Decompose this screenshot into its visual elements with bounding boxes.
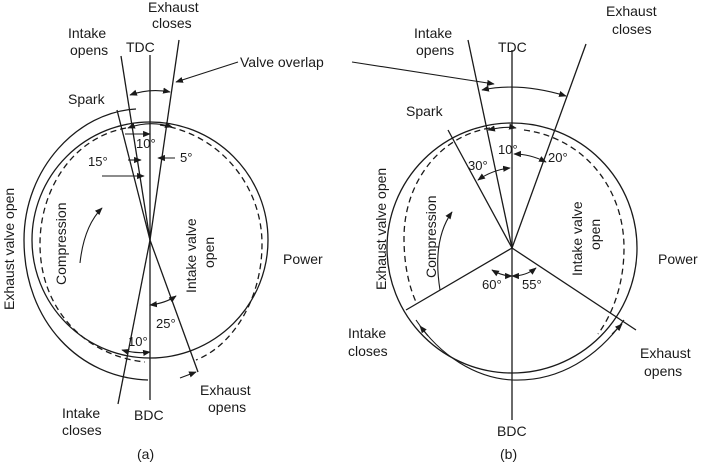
intake-closes-arrow-b [419, 325, 429, 337]
label-intake-opens-2-b: opens [416, 42, 454, 58]
angle-55-b: 55° [522, 277, 542, 292]
label-intake-opens-1-a: Intake [68, 25, 106, 41]
label-spark-b: Spark [406, 103, 444, 119]
label-tdc-a: TDC [126, 39, 155, 55]
lower-arc-b [415, 319, 625, 381]
intake-closes-line-a [117, 239, 151, 405]
label-tdc-b: TDC [498, 39, 527, 55]
label-valve-overlap: Valve overlap [240, 54, 324, 70]
intake-closes-line-b [405, 247, 513, 311]
label-intake-valve-open-2-b: open [587, 219, 603, 250]
spark-line-b [447, 129, 513, 249]
label-power-b: Power [658, 251, 698, 267]
intake-opens-line-a [120, 55, 151, 241]
arc-20-b [513, 150, 547, 163]
angle-5-a: 5° [180, 150, 192, 165]
angle-10-top-a: 10° [136, 136, 156, 151]
label-exhaust-closes-2-a: closes [152, 15, 192, 31]
spark-line-a [116, 109, 151, 241]
label-spark-a: Spark [68, 91, 106, 107]
label-compression-a: Compression [53, 203, 69, 285]
label-exhaust-closes-1-b: Exhaust [606, 3, 657, 19]
label-compression-b: Compression [423, 196, 439, 278]
valve-overlap-pointer-b [351, 61, 495, 86]
label-intake-closes-1-b: Intake [348, 325, 386, 341]
label-intake-opens-2-a: opens [70, 42, 108, 58]
intake-opens-line-b [467, 39, 513, 249]
angle-60-b: 60° [482, 277, 502, 292]
label-exhaust-valve-open-b: Exhaust valve open [373, 168, 389, 290]
label-intake-closes-2-b: closes [348, 343, 388, 359]
caption-a: (a) [137, 446, 154, 462]
label-intake-valve-open-2-a: open [201, 237, 217, 268]
exhaust-closes-line-a [149, 39, 180, 241]
label-exhaust-closes-1-a: Exhaust [148, 0, 199, 15]
diagram-a: Intake opens Exhaust closes TDC Valve ov… [1, 0, 324, 462]
label-exhaust-opens-1-b: Exhaust [640, 345, 691, 361]
power-dashed-arc-a [159, 124, 263, 361]
label-intake-closes-1-a: Intake [62, 405, 100, 421]
label-intake-closes-2-a: closes [62, 422, 102, 438]
diagram-b: Intake opens TDC Exhaust closes Spark 10… [348, 3, 698, 462]
exhaust-closes-line-b [511, 43, 587, 249]
exhaust-opens-line-b [511, 247, 637, 331]
angle-15-a: 15° [88, 154, 108, 169]
angle-20-b: 20° [548, 150, 568, 165]
label-exhaust-opens-2-b: opens [644, 363, 682, 379]
label-exhaust-opens-1-a: Exhaust [200, 382, 251, 398]
compression-dashed-arc-b [403, 127, 491, 303]
angle-10-bottom-a: 10° [128, 334, 148, 349]
compression-arrow-a [79, 207, 103, 264]
exhaust-opens-arrow-b [611, 323, 623, 335]
exhaust-opens-arrow-a [179, 371, 197, 379]
angle-30-b: 30° [468, 158, 488, 173]
arc-30-b [477, 165, 511, 181]
label-power-a: Power [283, 251, 323, 267]
arc-60-b [491, 269, 513, 280]
valve-overlap-pointer-a [175, 61, 239, 83]
label-exhaust-closes-2-b: closes [612, 21, 652, 37]
overlap-arc-a [129, 87, 171, 96]
overlap-arc-b [481, 85, 567, 97]
label-bdc-b: BDC [497, 423, 527, 439]
arc-55-b [511, 267, 537, 280]
label-exhaust-opens-2-a: opens [208, 399, 246, 415]
label-exhaust-valve-open-a: Exhaust valve open [1, 188, 17, 310]
exhaust-arc-a [23, 108, 149, 381]
angle-25-a: 25° [156, 316, 176, 331]
angle-10-b: 10° [498, 142, 518, 157]
label-intake-valve-open-1-a: Intake valve [183, 218, 199, 293]
label-bdc-a: BDC [134, 407, 164, 423]
caption-b: (b) [500, 446, 517, 462]
arc-10-b [487, 123, 517, 132]
arc-10-bottom-a [121, 348, 151, 357]
power-dashed-arc-b [523, 129, 625, 335]
compression-arrow-b [437, 211, 453, 291]
arc-25-a [149, 295, 177, 308]
label-intake-valve-open-1-b: Intake valve [569, 201, 585, 276]
arc-10-top-a [127, 121, 173, 129]
label-intake-opens-1-b: Intake [414, 25, 452, 41]
